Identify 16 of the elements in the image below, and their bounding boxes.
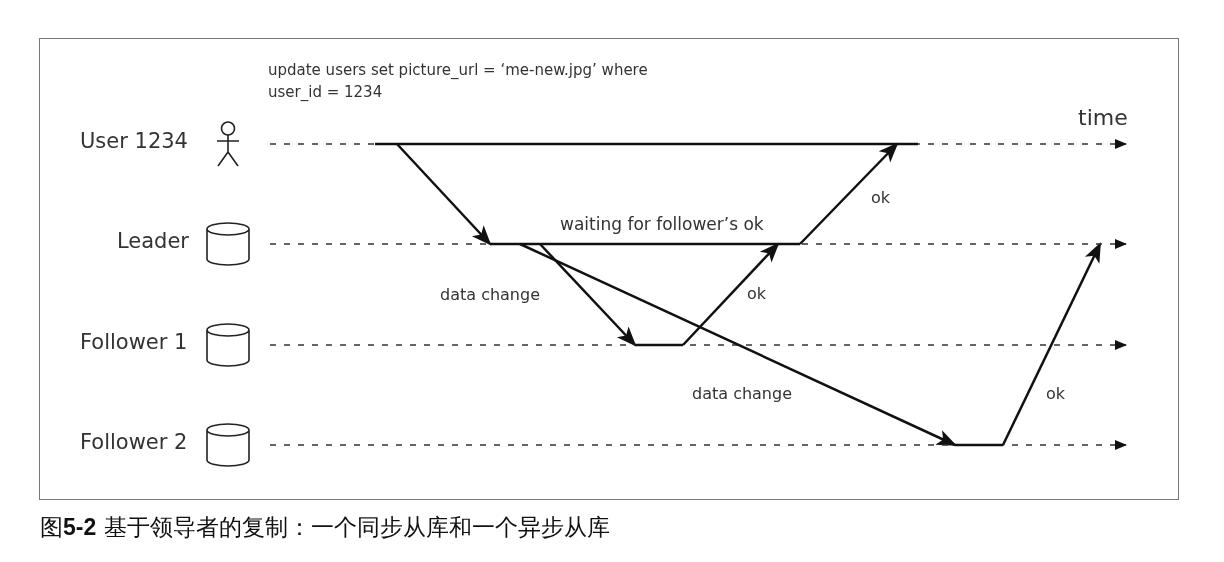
message-arrow: [1001, 242, 1102, 446]
participant-label: Leader: [117, 229, 189, 253]
message-arrow: [682, 242, 780, 346]
message-arrow: [539, 243, 637, 347]
participant-label: User 1234: [80, 129, 188, 153]
figure-caption: 图5-2 基于领导者的复制：一个同步从库和一个异步从库: [40, 513, 610, 542]
message-arrow: [519, 242, 957, 447]
sql-statement: update users set picture_url = ‘me-new.jpg’ where user_id = 1234: [268, 60, 649, 103]
participant-label: Follower 1: [80, 330, 188, 354]
participant-label: Follower 2: [80, 430, 188, 454]
waiting-note: waiting for follower’s ok: [560, 214, 764, 234]
edge-label: data change: [438, 285, 542, 304]
message-arrow: [396, 143, 492, 246]
time-label: time: [1078, 105, 1128, 130]
message-arrow: [799, 142, 899, 245]
edge-label: data change: [690, 384, 794, 403]
